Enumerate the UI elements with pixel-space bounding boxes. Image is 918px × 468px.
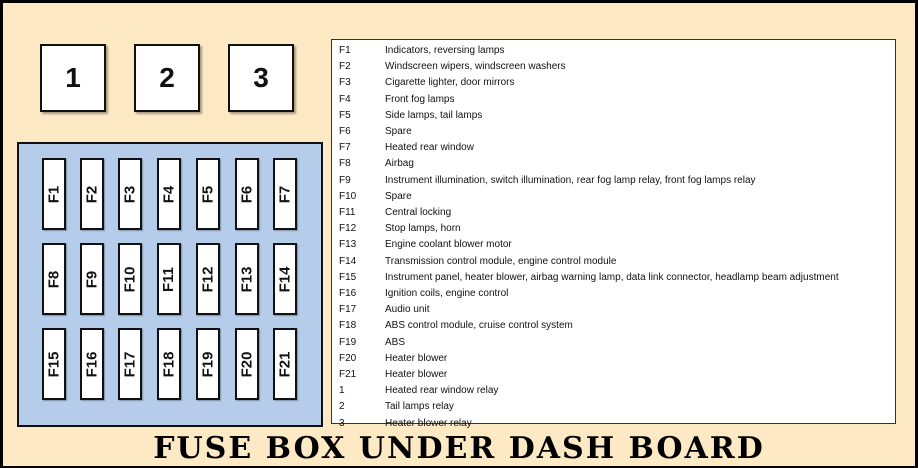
fuse-f6: F6 (235, 158, 259, 230)
fuse-f21: F21 (273, 328, 297, 400)
legend-description: Heated rear window (385, 142, 474, 154)
legend-code: 1 (339, 385, 345, 397)
legend-code: F20 (339, 352, 357, 364)
fuse-label: F16 (83, 351, 101, 377)
legend-code: F21 (339, 369, 357, 380)
title-band (3, 433, 915, 466)
fuse-f20: F20 (235, 328, 259, 400)
fuse-f7: F7 (273, 158, 297, 230)
relay-2: 2 (134, 44, 200, 112)
fuse-f15: F15 (42, 328, 66, 400)
diagram-title: FUSE BOX UNDER DASH BOARD (153, 431, 765, 466)
fuse-f14: F14 (273, 243, 297, 315)
legend-code: F15 (339, 271, 357, 283)
legend-description: Instrument illumination, switch illumina… (385, 174, 756, 186)
legend-description: ABS control module, cruise control syste… (385, 320, 573, 332)
relay-1: 1 (40, 44, 106, 112)
legend-code: F1 (339, 45, 351, 56)
legend-code: F3 (339, 77, 351, 89)
fuse-f5: F5 (196, 158, 220, 230)
legend-code: F6 (339, 126, 351, 137)
legend-description: Cigarette lighter, door mirrors (385, 77, 515, 89)
legend-code: F9 (339, 174, 351, 186)
fuse-label: F17 (121, 351, 139, 377)
legend-description: Windscreen wipers, windscreen washers (385, 61, 566, 73)
fuse-f18: F18 (157, 328, 181, 400)
fuse-label: F21 (276, 351, 294, 377)
fuse-f17: F17 (118, 328, 142, 400)
legend-description: ABS (385, 336, 406, 348)
fuse-f16: F16 (80, 328, 104, 400)
fuse-f10: F10 (118, 243, 142, 315)
fuse-label: F1 (45, 185, 63, 203)
relay-3: 3 (228, 44, 294, 112)
fuse-label: F13 (238, 266, 256, 292)
legend-description: Instrument panel, heater blower, airbag … (385, 271, 839, 283)
fuse-label: F6 (238, 185, 256, 203)
legend-description: Airbag (385, 158, 414, 170)
fuse-label: F9 (83, 270, 101, 288)
fuse-label: F20 (238, 351, 256, 377)
legend-code: F8 (339, 158, 351, 170)
legend-code: F2 (339, 61, 351, 73)
fuse-f4: F4 (157, 158, 181, 230)
legend-description: Stop lamps, horn (385, 223, 461, 235)
fuse-label: F8 (45, 270, 63, 288)
legend-code: F16 (339, 288, 357, 299)
fuse-label: F18 (160, 351, 178, 377)
legend-description: Spare (385, 126, 412, 137)
fuse-f13: F13 (235, 243, 259, 315)
legend-code: F13 (339, 239, 357, 251)
legend-code: F12 (339, 223, 357, 235)
fuse-label: F3 (121, 185, 139, 203)
legend-description: Heater blower relay (385, 417, 472, 429)
legend-description: Heated rear window relay (385, 385, 499, 397)
legend-code: F4 (339, 93, 351, 105)
fuse-f8: F8 (42, 243, 66, 315)
fuse-label: F4 (160, 185, 178, 203)
fuse-label: F12 (199, 266, 217, 292)
legend-description: Indicators, reversing lamps (385, 45, 505, 56)
fuse-f9: F9 (80, 243, 104, 315)
legend-description: Spare (385, 190, 412, 202)
fuse-label: F11 (160, 266, 178, 292)
fuse-label: F15 (45, 351, 63, 377)
legend-code: F7 (339, 142, 351, 154)
fuse-label: F19 (199, 351, 217, 377)
legend-code: 2 (339, 401, 345, 413)
fuse-f12: F12 (196, 243, 220, 315)
legend-description: Transmission control module, engine cont… (385, 255, 617, 267)
legend-description: Central locking (385, 207, 452, 218)
legend-code: F19 (339, 336, 357, 348)
fuse-f1: F1 (42, 158, 66, 230)
legend-code: F14 (339, 255, 357, 267)
fuse-label: F14 (276, 266, 294, 292)
fuse-label: F7 (276, 185, 294, 203)
legend-description: Engine coolant blower motor (385, 239, 512, 251)
fuse-f2: F2 (80, 158, 104, 230)
legend-description: Front fog lamps (385, 93, 455, 105)
legend-code: F17 (339, 304, 357, 316)
legend-description: Side lamps, tail lamps (385, 109, 483, 121)
legend-code: F11 (339, 207, 356, 218)
fuse-label: F5 (199, 185, 217, 203)
legend-code: 3 (339, 417, 345, 429)
legend-code: F5 (339, 109, 351, 121)
legend-description: Audio unit (385, 304, 430, 316)
legend-description: Tail lamps relay (385, 401, 454, 413)
legend-code: F18 (339, 320, 357, 332)
legend-code: F10 (339, 190, 357, 202)
legend-description: Ignition coils, engine control (385, 288, 509, 299)
fuse-f19: F19 (196, 328, 220, 400)
fuse-label: F10 (121, 266, 139, 292)
legend-description: Heater blower (385, 369, 448, 380)
fuse-f11: F11 (157, 243, 181, 315)
legend-description: Heater blower (385, 352, 448, 364)
fuse-f3: F3 (118, 158, 142, 230)
fuse-label: F2 (83, 185, 101, 203)
